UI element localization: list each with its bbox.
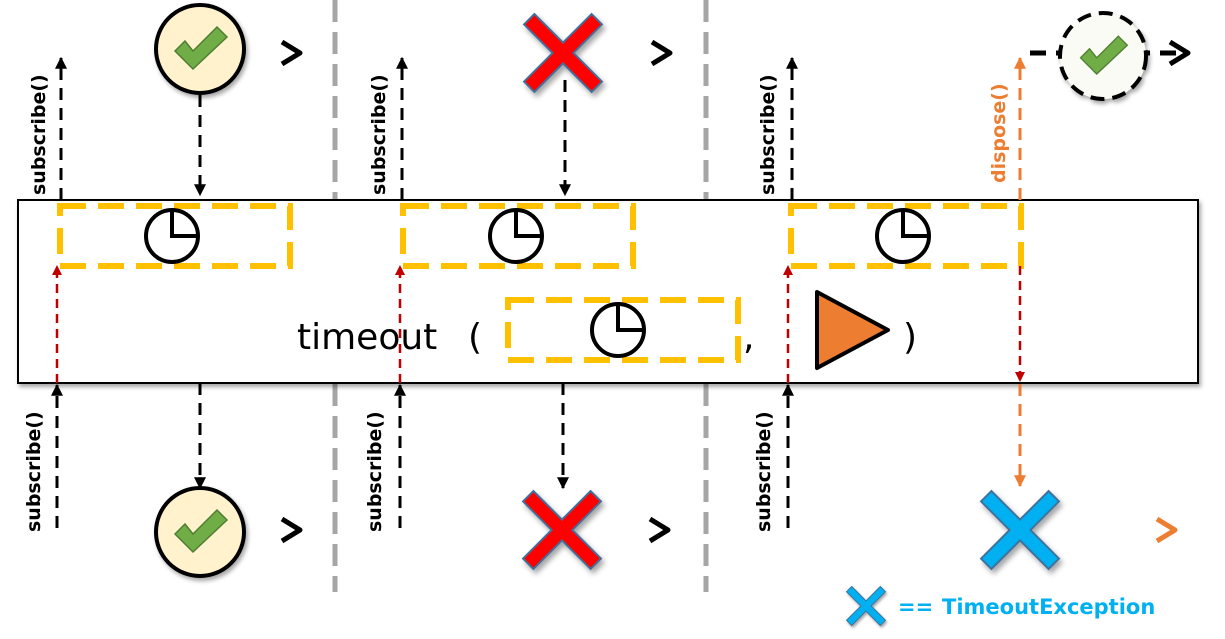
subscribe-label: subscribe() (28, 74, 50, 195)
dispose-label: dispose() (988, 83, 1010, 183)
close-paren: ) (903, 317, 917, 358)
comma: , (743, 317, 754, 358)
legend-equals: == (898, 595, 933, 619)
subscribe-label: subscribe() (757, 74, 779, 195)
complete-event-icon (154, 486, 246, 578)
timeline-arrowhead-icon (1168, 39, 1191, 67)
timer-box (400, 203, 636, 269)
timeline-arrowhead-icon (280, 39, 303, 67)
clock-icon (590, 302, 646, 358)
complete-event-icon (154, 3, 246, 95)
timer-box (788, 203, 1024, 269)
scenario-1: subscribe() subscribe() (23, 3, 303, 578)
scenario-3: dispose() subscribe() subscribe() (753, 11, 1191, 570)
operator-signature: timeout ( , ) (297, 290, 917, 370)
timer-box (57, 203, 293, 269)
subscribe-label: subscribe() (368, 74, 390, 195)
other-observable-icon (815, 290, 890, 370)
clock-icon (144, 208, 200, 264)
subscribe-label: subscribe() (753, 411, 775, 532)
scenario-2: subscribe() subscribe() (364, 13, 673, 570)
timeline-arrowhead-icon (648, 516, 671, 544)
timeout-exception-legend-icon (846, 586, 886, 626)
operator-name: timeout (297, 317, 437, 358)
clock-icon (488, 208, 544, 264)
timeline-arrowhead-icon (280, 516, 303, 544)
subscribe-label: subscribe() (23, 411, 45, 532)
disposed-complete-event-icon (1058, 11, 1148, 101)
clock-icon (875, 208, 931, 264)
timeline-arrowhead-icon (1155, 516, 1178, 544)
subscribe-label: subscribe() (364, 411, 386, 532)
legend-text: TimeoutException (942, 595, 1155, 619)
timeout-duration-box (505, 297, 741, 363)
legend: == TimeoutException (846, 586, 1155, 626)
open-paren: ( (468, 317, 482, 358)
timeline-arrowhead-icon (650, 39, 673, 67)
